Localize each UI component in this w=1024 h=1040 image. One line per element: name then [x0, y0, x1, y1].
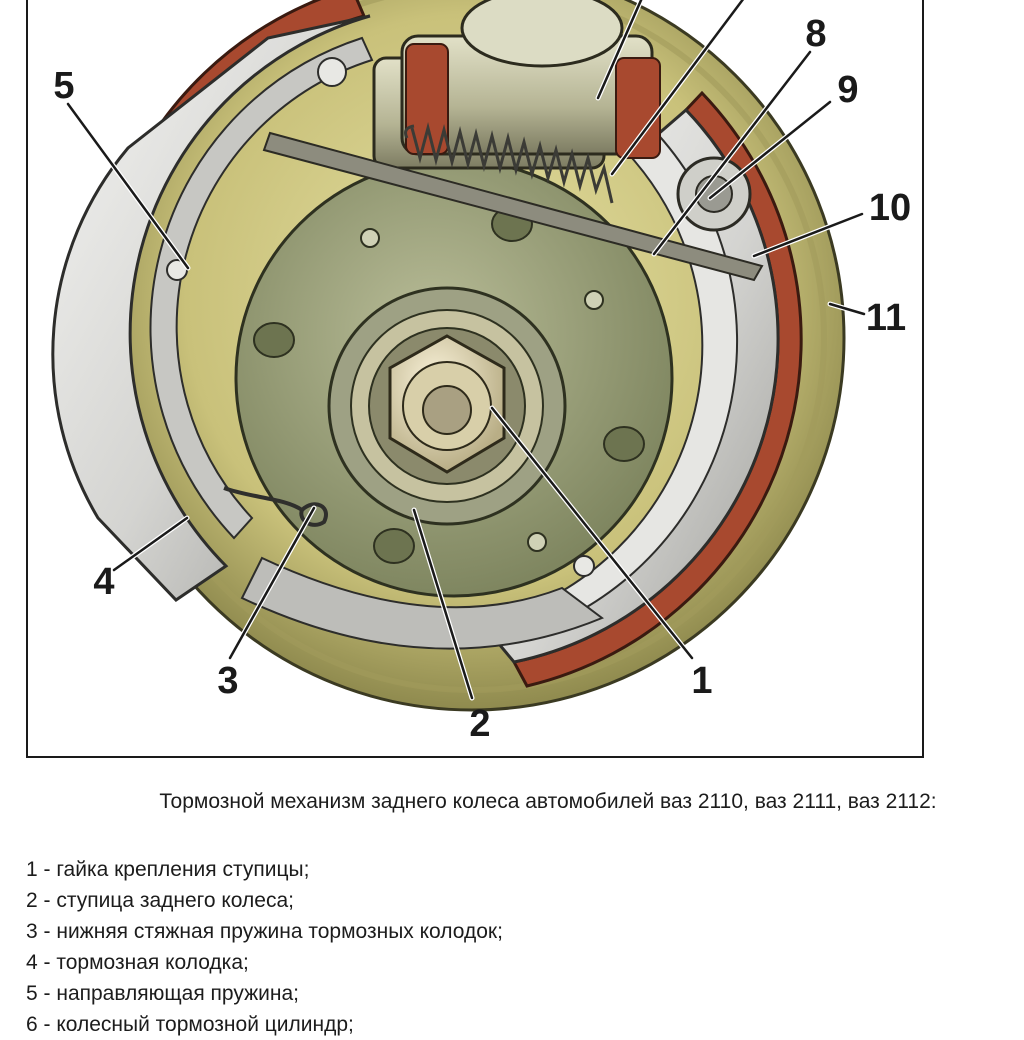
parts-legend: 1 - гайка крепления ступицы; 2 - ступица… [26, 854, 503, 1040]
legend-item: 2 - ступица заднего колеса; [26, 889, 294, 912]
callout-1: 1 [691, 660, 712, 702]
left-brake-shoe [51, 14, 371, 602]
callout-2: 2 [469, 703, 490, 745]
brake-mechanism-illustration: 1 2 3 4 5 8 9 10 11 [51, 0, 911, 745]
legend-item: 6 - колесный тормозной цилиндр; [26, 1013, 354, 1036]
spacer-bar [262, 131, 764, 282]
callout-9: 9 [837, 69, 858, 111]
callout-3: 3 [217, 660, 238, 702]
legend-item: 1 - гайка крепления ступицы; [26, 858, 310, 881]
callout-4: 4 [93, 561, 114, 603]
callout-5: 5 [53, 65, 74, 107]
callout-11: 11 [866, 297, 906, 339]
legend-item: 5 - направляющая пружина; [26, 982, 299, 1005]
brake-diagram-figure: 1 2 3 4 5 8 9 10 11 [26, 0, 924, 758]
figure-caption: Тормозной механизм заднего колеса автомо… [159, 790, 937, 813]
legend-item: 3 - нижняя стяжная пружина тормозных кол… [26, 920, 503, 943]
callout-8: 8 [805, 13, 826, 55]
wheel-brake-cylinder [372, 0, 661, 170]
callout-10: 10 [869, 187, 911, 229]
upper-return-spring [404, 122, 614, 204]
legend-item: 4 - тормозная колодка; [26, 951, 249, 974]
